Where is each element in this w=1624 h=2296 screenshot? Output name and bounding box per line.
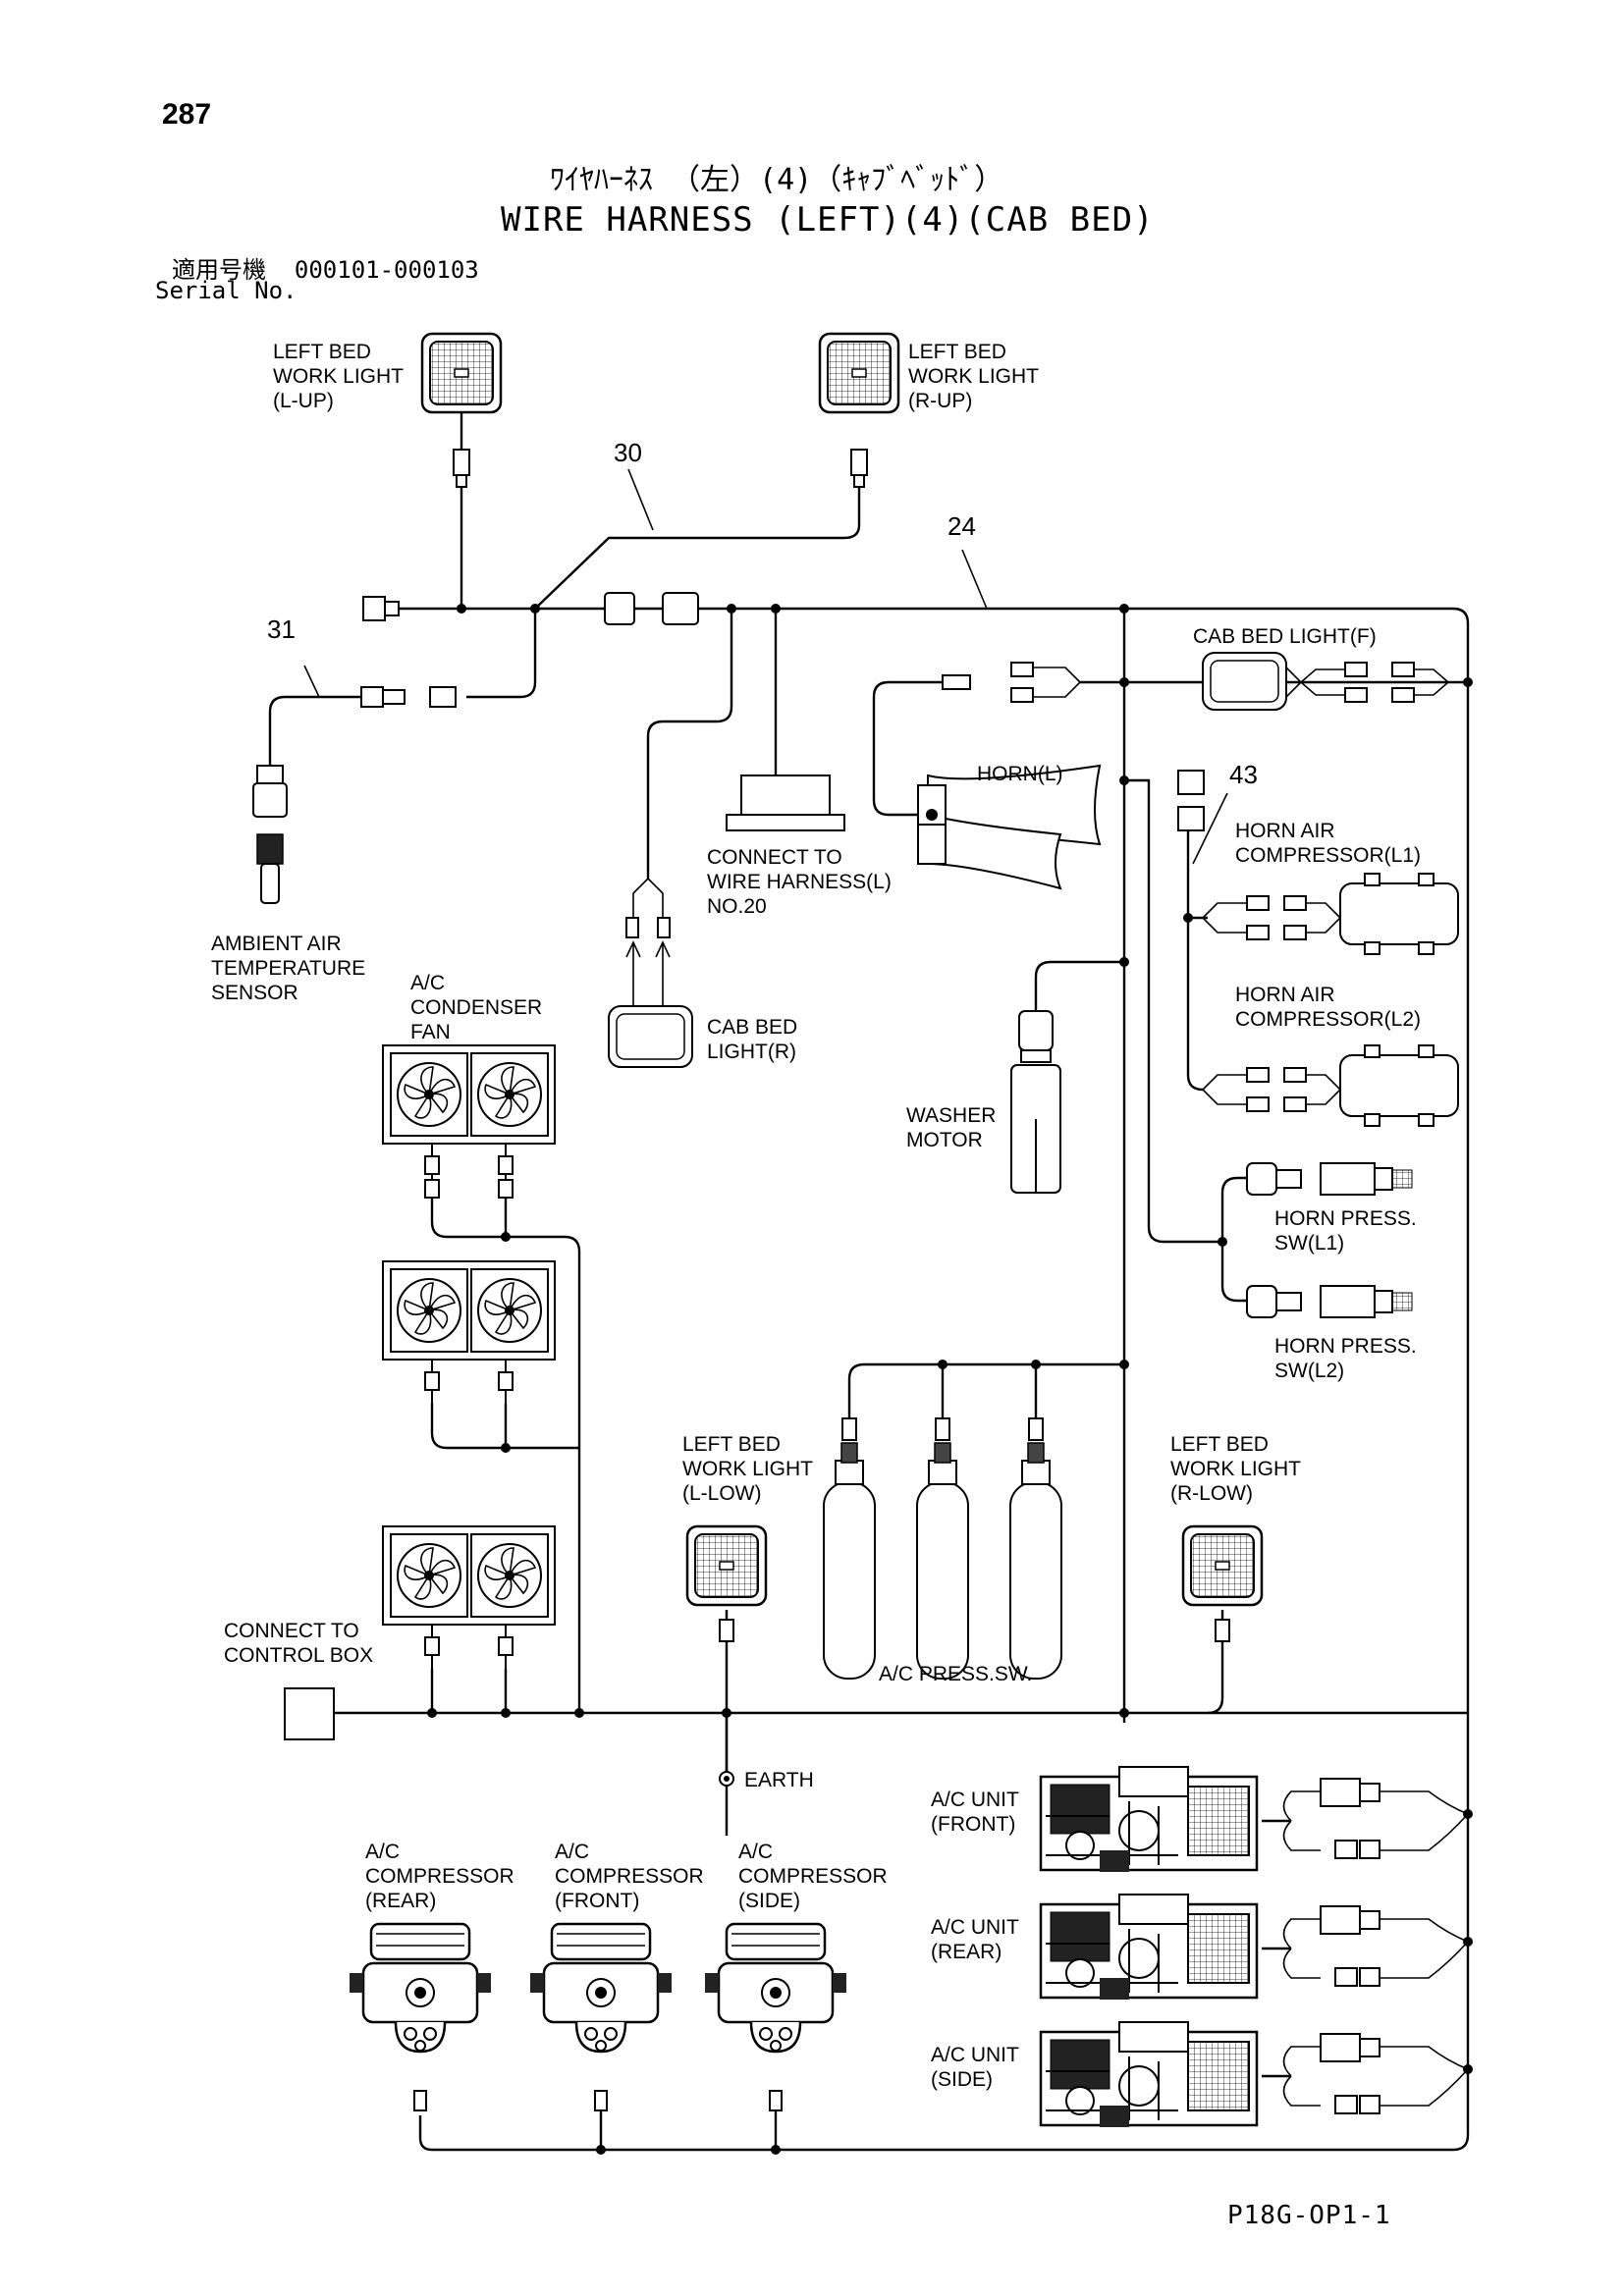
ac-press-switches xyxy=(823,1417,1062,1680)
work-light-r-up xyxy=(818,332,900,414)
label-ac-unit-front: A/C UNIT (FRONT) xyxy=(931,1789,1024,1836)
label-work-light-r-up: LEFT BED WORK LIGHT (R-UP) xyxy=(908,341,1044,412)
callout-leaders xyxy=(303,468,1228,865)
ac-compressor-front xyxy=(528,1922,674,2111)
ambient-air-temperature-sensor xyxy=(252,765,288,904)
label-ambient-sensor: AMBIENT AIR TEMPERATURE SENSOR xyxy=(211,933,371,1004)
label-cab-bed-light-r: CAB BED LIGHT(R) xyxy=(707,1016,803,1063)
junction-dots xyxy=(427,604,1473,2155)
work-light-l-up xyxy=(420,332,503,414)
callout-43: 43 xyxy=(1229,760,1258,789)
callout-31: 31 xyxy=(267,614,296,644)
cab-bed-light-r xyxy=(608,940,693,1068)
label-ac-unit-side: A/C UNIT (SIDE) xyxy=(931,2044,1024,2091)
label-cab-bed-light-f: CAB BED LIGHT(F) xyxy=(1193,625,1377,648)
label-ac-unit-rear: A/C UNIT (REAR) xyxy=(931,1916,1024,1963)
label-horn-press-sw-l1: HORN PRESS. SW(L1) xyxy=(1274,1207,1423,1255)
horn-l xyxy=(917,764,1102,890)
ac-unit-rear xyxy=(1039,1893,1380,2002)
page-number: 287 xyxy=(162,98,212,131)
title-japanese: ﾜｲﾔﾊｰﾈｽ （左）(4)（ｷｬﾌﾞﾍﾞｯﾄﾞ） xyxy=(550,163,1004,197)
serial-line: 適用号機 000101-000103 xyxy=(172,250,479,285)
ac-compressor-rear xyxy=(348,1922,493,2111)
ac-unit-front xyxy=(1039,1765,1380,1874)
label-ac-compressor-rear: A/C COMPRESSOR (REAR) xyxy=(365,1841,520,1912)
label-work-light-l-up: LEFT BED WORK LIGHT (L-UP) xyxy=(273,341,408,412)
label-ac-press-sw: A/C PRESS.SW. xyxy=(879,1663,1032,1685)
label-connect-control-box: CONNECT TO CONTROL BOX xyxy=(224,1620,373,1667)
label-connect-wire-harness: CONNECT TO WIRE HARNESS(L) NO.20 xyxy=(707,846,897,918)
callout-30: 30 xyxy=(614,438,642,467)
drawing-code: P18G-OP1-1 xyxy=(1227,2201,1391,2230)
horn-air-compressor-l2 xyxy=(1339,1044,1459,1127)
condenser-fan-2 xyxy=(382,1260,556,1404)
ac-compressor-side xyxy=(703,1922,848,2111)
earth-symbol xyxy=(719,1771,734,1787)
label-horn-press-sw-l2: HORN PRESS. SW(L2) xyxy=(1274,1335,1423,1382)
ac-unit-side xyxy=(1039,2020,1380,2129)
cab-bed-light-f xyxy=(1202,652,1303,711)
control-box xyxy=(284,1687,335,1740)
horn-air-compressor-l1 xyxy=(1339,873,1459,955)
label-work-light-r-low: LEFT BED WORK LIGHT (R-LOW) xyxy=(1170,1433,1306,1505)
label-washer-motor: WASHER MOTOR xyxy=(906,1104,1001,1151)
label-earth: EARTH xyxy=(744,1769,814,1791)
wire-network xyxy=(268,407,1470,2152)
wire-harness-connector xyxy=(726,774,845,831)
serial-label-en: Serial No. xyxy=(155,277,298,304)
label-condenser-fan: A/C CONDENSER FAN xyxy=(410,972,548,1043)
callout-24: 24 xyxy=(947,511,976,541)
washer-motor xyxy=(1010,1010,1061,1194)
label-ac-compressor-side: A/C COMPRESSOR (SIDE) xyxy=(738,1841,893,1912)
condenser-fan-3 xyxy=(382,1525,556,1669)
harness-connectors xyxy=(360,449,1415,1112)
label-horn-l: HORN(L) xyxy=(977,763,1063,785)
label-ac-compressor-front: A/C COMPRESSOR (FRONT) xyxy=(555,1841,710,1912)
serial-range: 000101-000103 xyxy=(294,256,479,284)
work-light-l-low xyxy=(685,1524,768,1642)
horn-press-sw-l1 xyxy=(1246,1162,1413,1196)
label-horn-air-compressor-l1: HORN AIR COMPRESSOR(L1) xyxy=(1235,820,1421,867)
title-english: WIRE HARNESS (LEFT)(4)(CAB BED) xyxy=(501,200,1155,240)
work-light-r-low xyxy=(1181,1524,1264,1642)
condenser-fan-1 xyxy=(382,1044,556,1199)
label-work-light-l-low: LEFT BED WORK LIGHT (L-LOW) xyxy=(682,1433,818,1505)
serial-label-jp: 適用号機 xyxy=(172,256,266,284)
horn-press-sw-l2 xyxy=(1246,1285,1413,1318)
label-horn-air-compressor-l2: HORN AIR COMPRESSOR(L2) xyxy=(1235,984,1421,1031)
